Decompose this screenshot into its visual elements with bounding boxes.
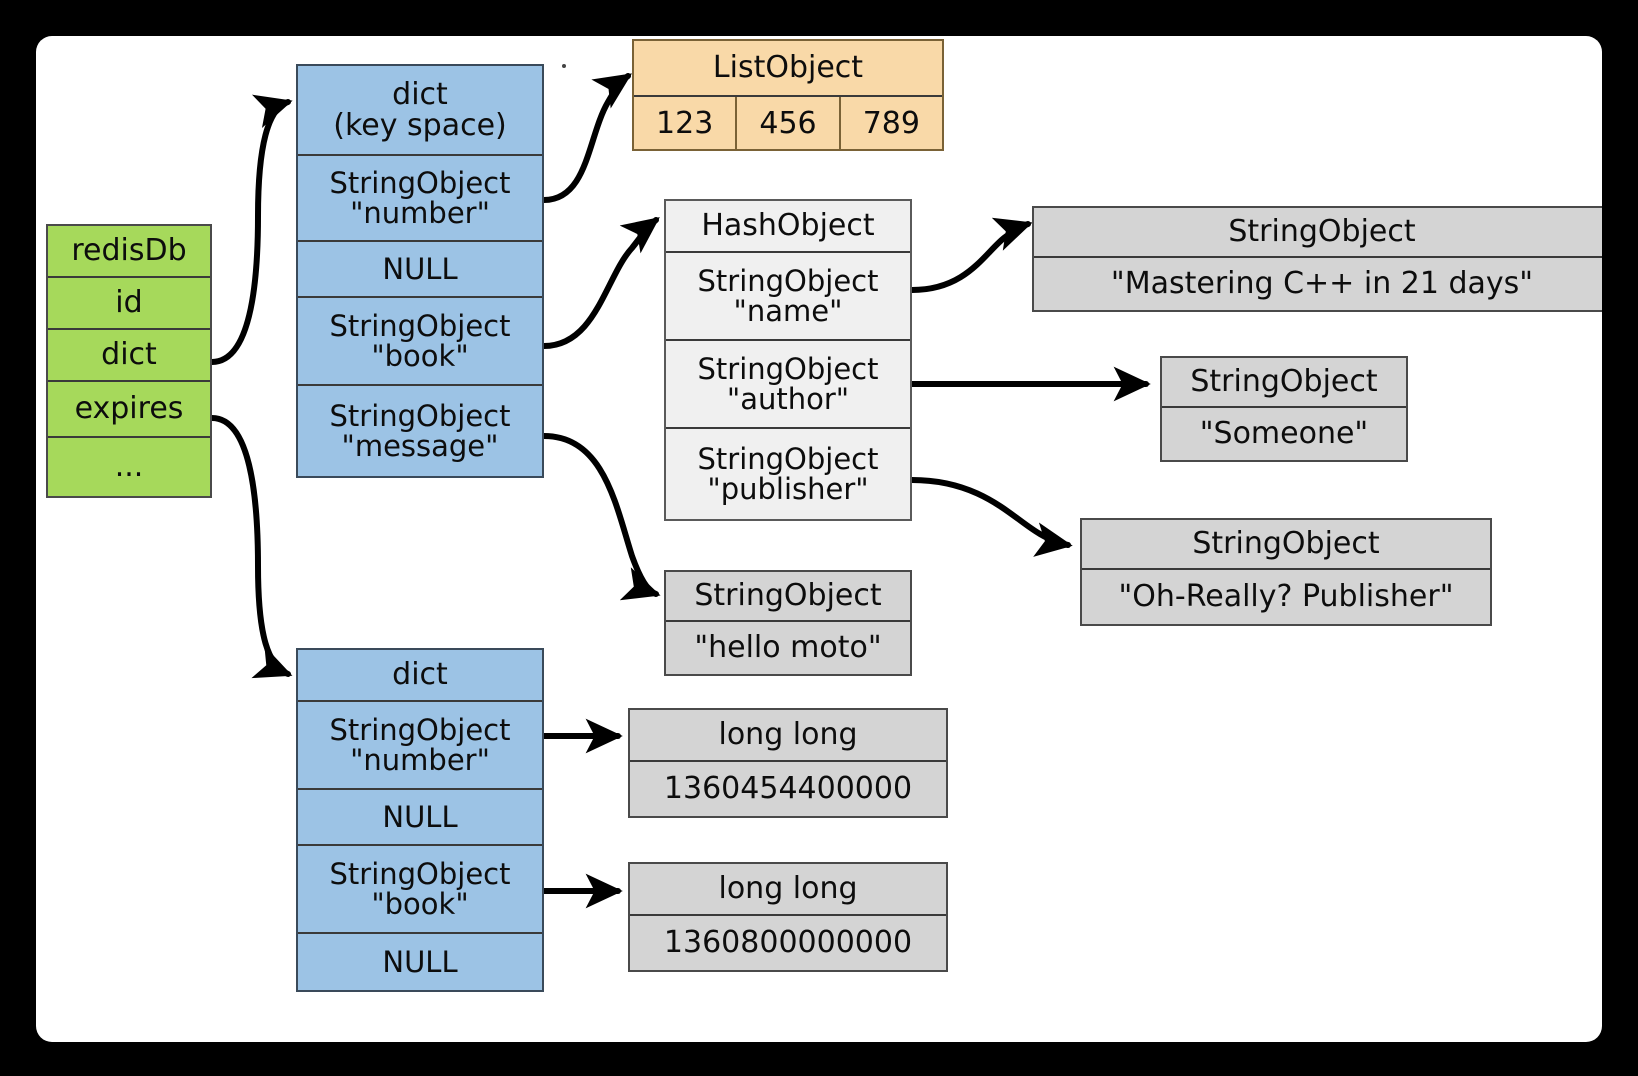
redisdb-row-expires: expires xyxy=(48,382,210,438)
stringobject-book-name-header: StringObject xyxy=(1034,208,1602,258)
longlong-number-header: long long xyxy=(630,710,946,762)
expires-entry-book: StringObject "book" xyxy=(298,846,542,934)
listobject-header: ListObject xyxy=(634,41,942,97)
arrow-name-to-mastering-string xyxy=(909,217,1033,293)
keyspace-dict-node: dict (key space) StringObject "number" N… xyxy=(296,64,544,478)
expires-dict-node: dict StringObject "number" NULL StringOb… xyxy=(296,648,544,992)
longlong-book-value: 1360800000000 xyxy=(630,916,946,970)
keyspace-dict-header: dict (key space) xyxy=(298,66,542,156)
expires-entry-null-1: NULL xyxy=(298,790,542,846)
listobject-cell-1: 456 xyxy=(737,97,841,149)
stringobject-book-author-value: "Someone" xyxy=(1162,408,1406,460)
stringobject-book-author-node: StringObject "Someone" xyxy=(1160,356,1408,462)
hashobject-entry-name: StringObject "name" xyxy=(666,253,910,341)
stray-dot xyxy=(562,64,566,68)
listobject-cell-2: 789 xyxy=(840,97,942,149)
arrow-db-dict-to-keyspace xyxy=(209,94,293,365)
longlong-number-node: long long 1360454400000 xyxy=(628,708,948,818)
longlong-number-value: 1360454400000 xyxy=(630,762,946,816)
keyspace-entry-null: NULL xyxy=(298,242,542,298)
stringobject-book-publisher-node: StringObject "Oh-Really? Publisher" xyxy=(1080,518,1492,626)
redisdb-row-title: redisDb xyxy=(48,226,210,278)
keyspace-dict-header-line2: (key space) xyxy=(333,108,507,143)
listobject-cells: 123 456 789 xyxy=(634,97,942,149)
stringobject-message-node: StringObject "hello moto" xyxy=(664,570,912,676)
stringobject-book-publisher-header: StringObject xyxy=(1082,520,1490,570)
arrow-message-to-hello-moto xyxy=(541,433,661,601)
longlong-book-header: long long xyxy=(630,864,946,916)
expires-entry-number: StringObject "number" xyxy=(298,702,542,790)
stringobject-book-publisher-value: "Oh-Really? Publisher" xyxy=(1082,570,1490,624)
listobject-node: ListObject 123 456 789 xyxy=(632,39,944,151)
keyspace-entry-message: StringObject "message" xyxy=(298,386,542,476)
expires-entry-null-2: NULL xyxy=(298,934,542,990)
stringobject-message-value: "hello moto" xyxy=(666,622,910,674)
hashobject-entry-author: StringObject "author" xyxy=(666,341,910,429)
hashobject-node: HashObject StringObject "name" StringObj… xyxy=(664,199,912,521)
stringobject-book-author-header: StringObject xyxy=(1162,358,1406,408)
diagram-canvas: redisDb id dict expires ... dict (key sp… xyxy=(36,36,1602,1042)
arrow-publisher-to-publisher-string xyxy=(909,477,1073,557)
hashobject-header: HashObject xyxy=(666,201,910,253)
redisdb-row-ellipsis: ... xyxy=(48,438,210,496)
arrow-db-expires-to-expires-dict xyxy=(209,415,293,679)
redisdb-row-dict: dict xyxy=(48,330,210,382)
keyspace-entry-book: StringObject "book" xyxy=(298,298,542,386)
keyspace-entry-number: StringObject "number" xyxy=(298,156,542,242)
stringobject-book-name-value: "Mastering C++ in 21 days" xyxy=(1034,258,1602,310)
listobject-cell-0: 123 xyxy=(634,97,738,149)
stringobject-book-name-node: StringObject "Mastering C++ in 21 days" xyxy=(1032,206,1602,312)
hashobject-entry-publisher: StringObject "publisher" xyxy=(666,429,910,519)
stringobject-message-header: StringObject xyxy=(666,572,910,622)
redisdb-row-id: id xyxy=(48,278,210,330)
keyspace-dict-header-line1: dict xyxy=(392,76,448,112)
redisdb-node: redisDb id dict expires ... xyxy=(46,224,212,498)
arrow-number-to-listobject xyxy=(541,73,632,203)
arrow-book-to-hashobject xyxy=(541,217,660,349)
longlong-book-node: long long 1360800000000 xyxy=(628,862,948,972)
expires-dict-header: dict xyxy=(298,650,542,702)
